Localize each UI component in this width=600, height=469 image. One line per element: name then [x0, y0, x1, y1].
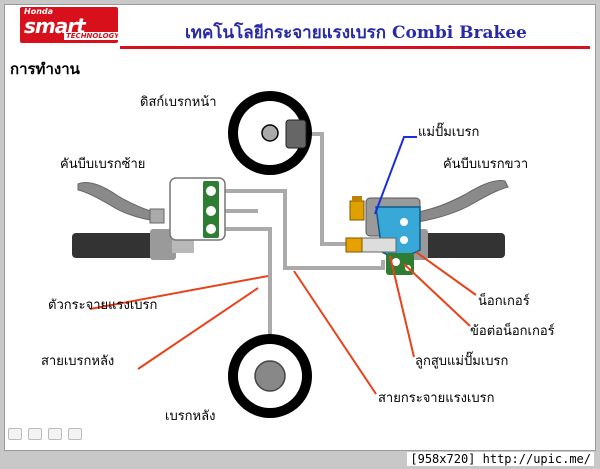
next-arrow-icon[interactable] [68, 428, 82, 440]
label-left-lever: คันบีบเบรกซ้าย [60, 157, 146, 172]
label-front-disc: ดิสก์เบรกหน้า [140, 95, 217, 110]
left-handlebar [72, 177, 226, 260]
title-underline [120, 8, 590, 49]
prev-arrow-icon[interactable] [8, 428, 22, 440]
logo-brand: Honda [24, 7, 54, 16]
distribution-line [218, 189, 385, 270]
label-rear-cable: สายเบรกหลัง [41, 354, 115, 369]
label-knocker-joint: ข้อต่อน็อกเกอร์ [470, 324, 555, 339]
menu-icon[interactable] [48, 428, 62, 440]
leader-distribution-line [293, 270, 377, 395]
brake-lines [218, 132, 385, 338]
leader-master-piston [389, 255, 415, 358]
leader-lines [89, 136, 477, 395]
label-distribution-line: สายกระจายแรงเบรก [378, 391, 495, 406]
slide-subtitle: การทำงาน [10, 60, 80, 78]
label-master-cylinder: แม่ปั๊มเบรก [418, 125, 480, 140]
front-brake-line [305, 132, 348, 246]
label-distributor: ตัวกระจายแรงเบรก [48, 298, 158, 313]
leader-rear-cable [137, 287, 259, 370]
rear-drum [228, 334, 312, 418]
rear-cable-line [218, 227, 272, 338]
leader-knocker-joint [403, 263, 471, 327]
leader-distributor [89, 275, 269, 310]
label-rear-brake: เบรกหลัง [165, 409, 216, 424]
label-knocker: น็อกเกอร์ [478, 294, 530, 309]
leader-master-cylinder [374, 136, 417, 215]
honda-smart-logo: Honda smart TECHNOLOGY [20, 7, 118, 43]
label-master-piston: ลูกสูบแม่ปั๊มเบรก [415, 354, 509, 369]
watermark-footer: [958x720] http://upic.me/ [407, 452, 594, 466]
slide-toolbar [8, 428, 82, 440]
label-right-lever: คันบีบเบรกขวา [443, 157, 529, 172]
logo-tech: TECHNOLOGY [64, 32, 118, 40]
slide-title: เทคโนโลยีกระจายแรงเบรก Combi Brakee [185, 23, 527, 43]
front-disc [228, 91, 312, 175]
right-handlebar [345, 180, 509, 275]
leader-knocker [415, 251, 477, 296]
pen-icon[interactable] [28, 428, 42, 440]
